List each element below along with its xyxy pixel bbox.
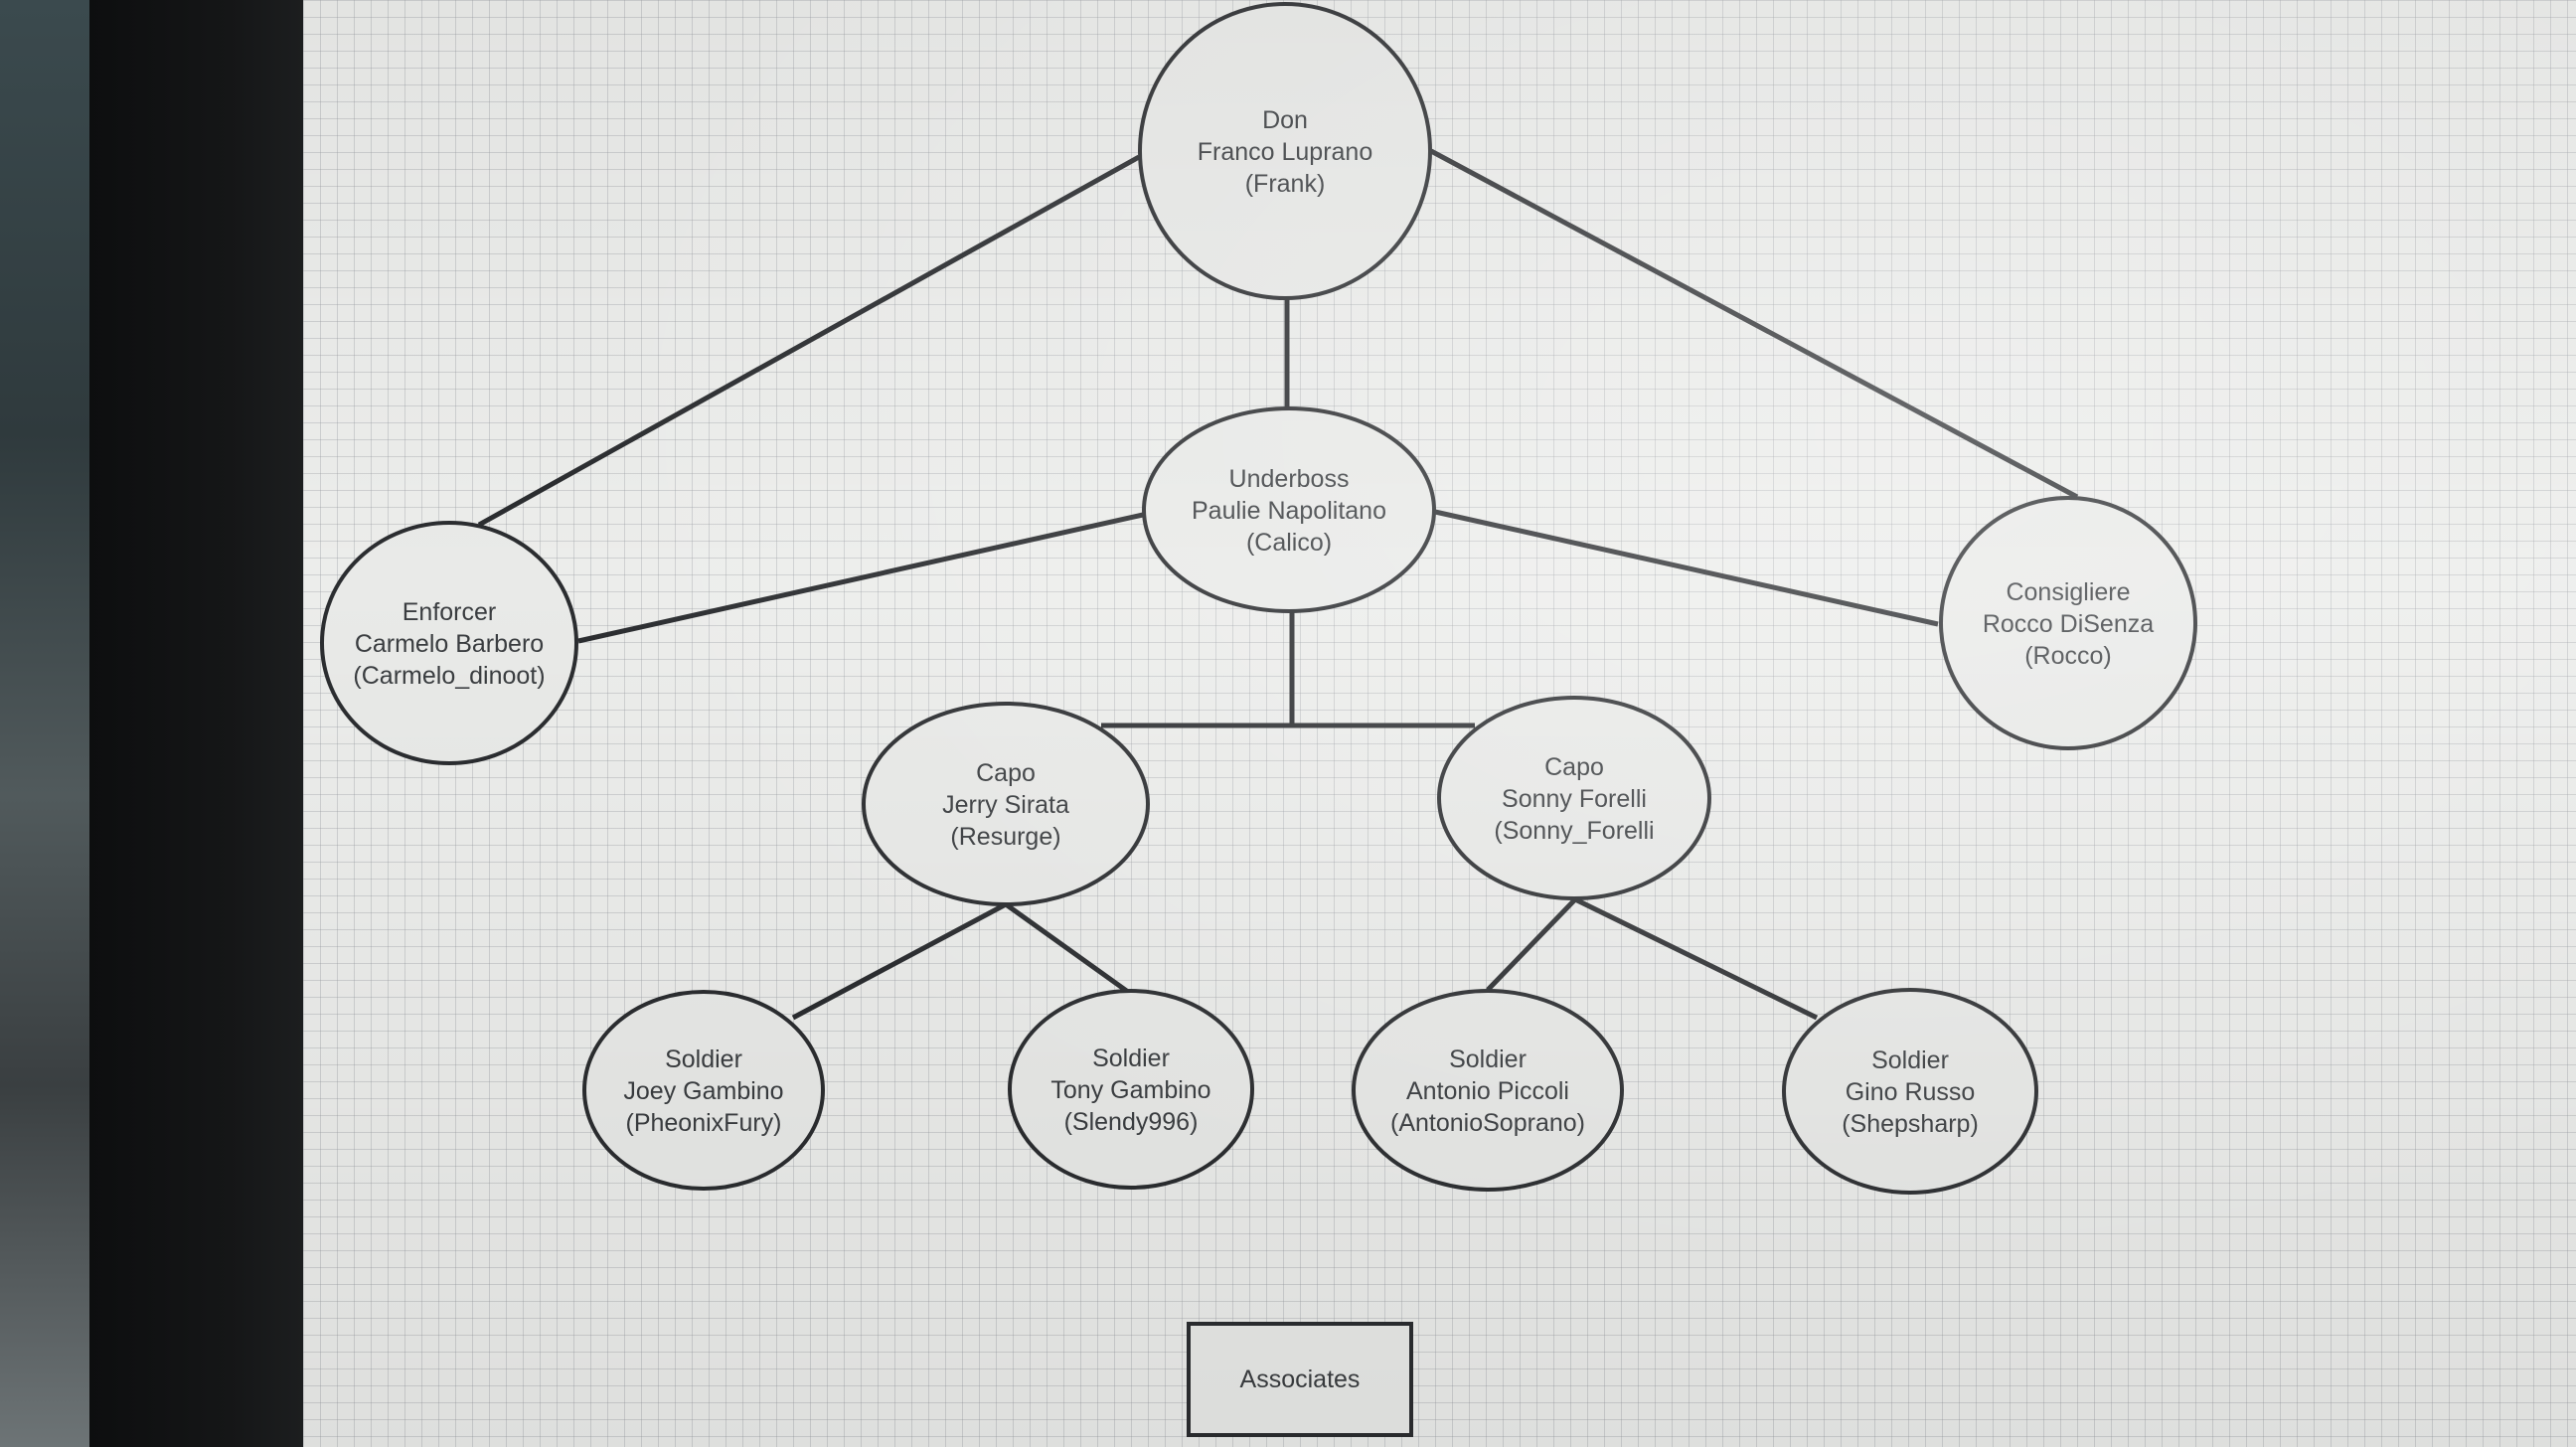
edge-capo1-soldier1 xyxy=(791,901,1008,1021)
edge-underboss-consigliere xyxy=(1434,509,1939,627)
node-label-soldier2-0: Soldier xyxy=(1092,1045,1170,1072)
node-label-soldier2-2: (Slendy996) xyxy=(1064,1108,1199,1136)
node-label-capo2-1: Sonny Forelli xyxy=(1502,785,1647,813)
node-label-enforcer-1: Carmelo Barbero xyxy=(355,630,544,658)
associates-rect xyxy=(1187,1322,1413,1437)
edge-capo2-soldier3 xyxy=(1486,897,1577,992)
node-label-enforcer-2: (Carmelo_dinoot) xyxy=(353,662,545,690)
node-label-don-1: Franco Luprano xyxy=(1198,138,1373,166)
node-label-soldier2-1: Tony Gambino xyxy=(1050,1076,1210,1104)
edge-underboss-enforcer xyxy=(577,512,1144,644)
edge-don-consigliere xyxy=(1429,148,2079,500)
node-ellipse-soldier4 xyxy=(1782,988,2038,1195)
node-label-capo2-2: (Sonny_Forelli xyxy=(1494,817,1654,845)
node-ellipse-soldier2 xyxy=(1008,989,1254,1190)
node-label-soldier3-2: (AntonioSoprano) xyxy=(1390,1109,1585,1137)
node-label-soldier1-2: (PheonixFury) xyxy=(626,1109,782,1137)
monitor-bezel xyxy=(89,0,323,1447)
node-ellipse-capo1 xyxy=(862,702,1150,906)
node-label-don-2: (Frank) xyxy=(1245,170,1326,198)
monitor-screen-grid xyxy=(303,0,2576,1447)
node-ellipse-consigliere xyxy=(1939,496,2197,750)
edge-capo1-soldier2 xyxy=(1004,901,1130,995)
edge-don-enforcer xyxy=(477,154,1141,528)
node-label-consigliere-0: Consigliere xyxy=(2006,578,2130,606)
node-ellipse-don xyxy=(1138,2,1432,300)
node-label-enforcer-0: Enforcer xyxy=(402,598,496,626)
node-label-soldier3-1: Antonio Piccoli xyxy=(1406,1077,1569,1105)
node-label-underboss-2: (Calico) xyxy=(1246,529,1332,557)
node-label-soldier4-1: Gino Russo xyxy=(1846,1078,1976,1106)
node-label-consigliere-2: (Rocco) xyxy=(2024,642,2112,670)
node-label-consigliere-1: Rocco DiSenza xyxy=(1983,610,2154,638)
node-label-capo2-0: Capo xyxy=(1544,753,1604,781)
node-label-soldier3-0: Soldier xyxy=(1449,1045,1527,1073)
connection-lines xyxy=(477,148,2079,1021)
node-ellipse-capo2 xyxy=(1437,696,1711,900)
node-ellipse-soldier3 xyxy=(1352,989,1624,1192)
node-label-capo1-2: (Resurge) xyxy=(950,823,1060,851)
node-label-soldier4-2: (Shepsharp) xyxy=(1842,1110,1979,1138)
edge-capo2-soldier4 xyxy=(1573,896,1819,1021)
node-ellipse-underboss xyxy=(1142,406,1436,613)
node-label-soldier1-1: Joey Gambino xyxy=(623,1077,783,1105)
associates-box: Associates xyxy=(1187,1322,1413,1437)
node-ellipse-soldier1 xyxy=(582,990,825,1191)
node-ellipse-enforcer xyxy=(320,521,578,765)
node-label-capo1-0: Capo xyxy=(976,759,1036,787)
node-label-underboss-0: Underboss xyxy=(1229,465,1350,493)
node-label-soldier4-0: Soldier xyxy=(1871,1046,1949,1074)
associates-label: Associates xyxy=(1240,1366,1361,1393)
node-label-capo1-1: Jerry Sirata xyxy=(942,791,1069,819)
node-label-underboss-1: Paulie Napolitano xyxy=(1192,497,1386,525)
node-label-don-0: Don xyxy=(1262,106,1308,134)
node-label-soldier1-0: Soldier xyxy=(665,1045,742,1073)
